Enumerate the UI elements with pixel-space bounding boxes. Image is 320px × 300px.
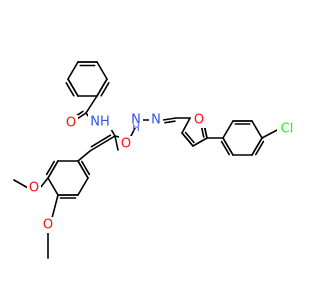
- furan-double: [181, 132, 194, 147]
- dimethoxy-double: [77, 160, 89, 179]
- benzoyl-ring-bond: [67, 61, 79, 80]
- atom-bg: [119, 136, 133, 152]
- furan-bond: [181, 117, 191, 134]
- atom-bg: [41, 217, 55, 233]
- bond: [51, 194, 59, 219]
- atom-bg: [277, 121, 297, 137]
- benzoyl-ring-double: [65, 82, 75, 97]
- atoms-layer: O NH O N H N O Cl O O: [27, 112, 297, 233]
- chlorine-label: Cl: [281, 122, 294, 137]
- chlorophenyl-ring-bond: [251, 120, 263, 139]
- chlorophenyl-double: [254, 140, 265, 156]
- amide-oxygen-label: O: [66, 116, 76, 131]
- hydrazide-h-label: H: [132, 123, 140, 134]
- bond: [261, 128, 280, 139]
- imine-bond: [164, 120, 176, 124]
- chemical-structure-diagram: O NH O N H N O Cl O O: [13, 61, 297, 259]
- dimethoxy-ring-bond: [77, 177, 89, 196]
- dimethoxy-double: [47, 160, 59, 179]
- atom-bg: [64, 115, 78, 131]
- atom-bg: [88, 114, 112, 130]
- atom-bg: [192, 112, 206, 128]
- bond: [39, 177, 49, 189]
- molecule-canvas: O NH O N H N O Cl O O: [13, 61, 297, 259]
- alkene-bond: [89, 135, 116, 152]
- atom-bg: [129, 112, 143, 128]
- furan-bond: [192, 137, 208, 147]
- alkene-bond: [90, 134, 112, 148]
- benzoyl-ring-double: [100, 82, 110, 97]
- methoxy-4-oxygen-label: O: [43, 218, 53, 233]
- chlorophenyl-double: [222, 137, 234, 156]
- furan-double: [200, 125, 205, 138]
- methoxy-methyl-bond: [13, 179, 29, 189]
- dimethoxy-ring-bond: [47, 177, 59, 196]
- furan-oxygen-label: O: [194, 113, 204, 128]
- atom-bg: [27, 180, 41, 196]
- hydrazide-nh-label: N: [131, 113, 141, 128]
- chlorophenyl-double: [251, 137, 263, 156]
- chlorophenyl-double: [220, 140, 231, 156]
- amide-nh-label: NH: [90, 115, 110, 130]
- bond: [114, 135, 119, 151]
- imine-bond: [162, 117, 177, 121]
- dimethoxy-double: [45, 160, 56, 176]
- chlorophenyl-ring-bond: [222, 120, 234, 139]
- dimethoxy-double: [80, 160, 91, 176]
- benzoyl-ring-double: [96, 78, 108, 97]
- bond: [77, 150, 91, 162]
- atom-bg: [149, 112, 163, 128]
- benzoyl-ring-double: [67, 78, 79, 97]
- methoxy-3-oxygen-label: O: [29, 181, 39, 196]
- hydrazide-oxygen-label: O: [121, 137, 131, 152]
- imine-nitrogen-label: N: [151, 113, 161, 128]
- benzoyl-ring-bond: [96, 61, 108, 80]
- furan-double: [184, 131, 195, 144]
- bond: [85, 95, 98, 114]
